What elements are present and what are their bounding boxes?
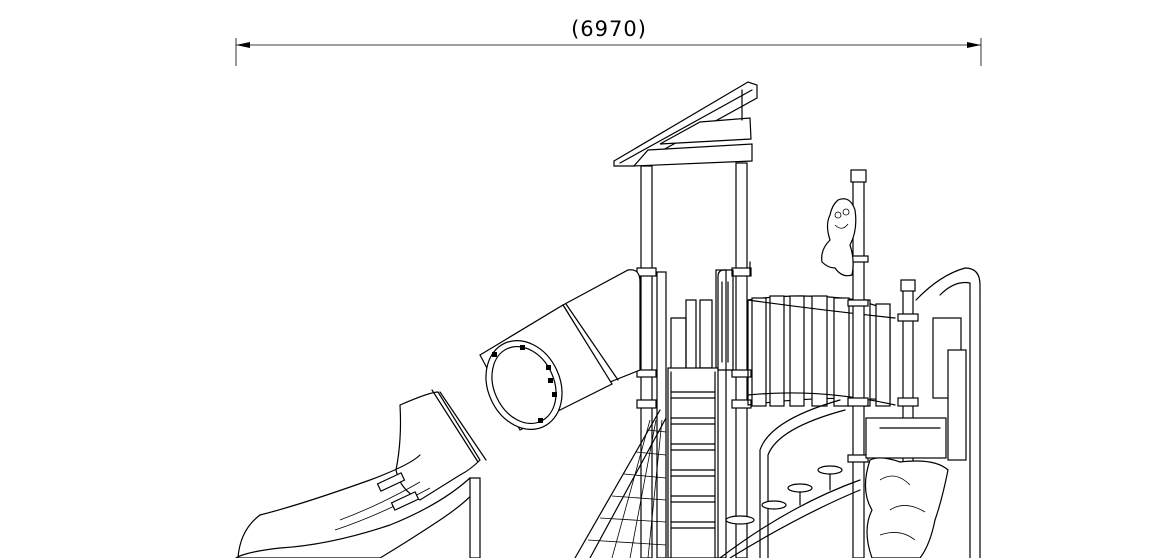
character-panel xyxy=(821,198,857,277)
tube-slide xyxy=(234,269,641,558)
overall-dimension: (6970) xyxy=(235,17,982,66)
center-ladder xyxy=(667,367,719,558)
bridge-slats xyxy=(751,295,891,407)
overall-width-label: (6970) xyxy=(571,17,647,41)
dimension-arrow-right xyxy=(967,42,981,48)
roof xyxy=(613,81,758,167)
stepping-stones xyxy=(719,465,861,558)
dimension-arrow-left xyxy=(236,42,250,48)
main-posts xyxy=(636,162,752,558)
cargo-net xyxy=(574,409,667,558)
right-tower xyxy=(759,169,981,558)
bridge xyxy=(747,295,896,407)
